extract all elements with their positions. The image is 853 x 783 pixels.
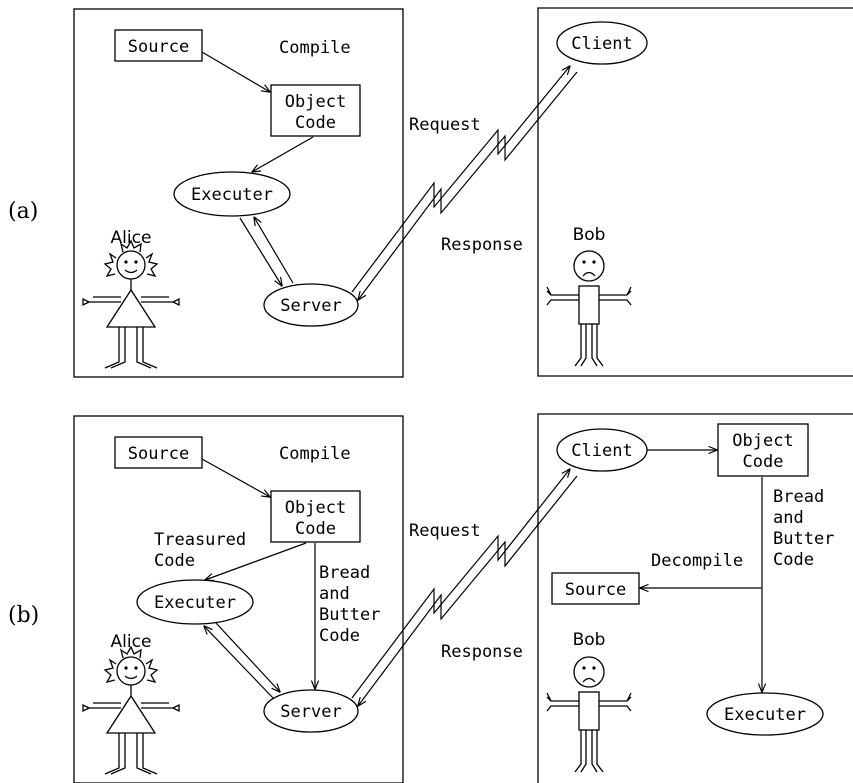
decompile-label: Decompile xyxy=(651,551,743,571)
alice-figure-b xyxy=(82,645,180,775)
arrow-executer-to-server-b xyxy=(215,622,280,692)
source-label-b: Source xyxy=(128,444,189,464)
bread-butter-label-alice-3: Butter xyxy=(319,605,380,625)
source-box-b xyxy=(114,436,203,469)
bob-frame-a xyxy=(537,7,853,377)
bob-source-box xyxy=(551,572,640,605)
bob-figure-b xyxy=(546,656,632,773)
bob-executer-label: Executer xyxy=(724,705,806,725)
object-code-box-b xyxy=(270,490,361,543)
arrow-source-to-object-b xyxy=(201,458,270,497)
executer-label-a: Executer xyxy=(191,185,273,205)
request-label-b: Request xyxy=(409,521,481,541)
bob-frame-b xyxy=(537,413,853,783)
object-code-label-a-2: Code xyxy=(295,113,336,133)
client-node-a xyxy=(556,21,648,65)
request-channel-b xyxy=(351,469,570,699)
bob-name-b: Bob xyxy=(573,630,606,650)
arrow-server-to-executer-a xyxy=(254,217,294,284)
alice-name-b: Alice xyxy=(111,632,152,652)
response-label-a: Response xyxy=(441,235,523,255)
server-label-b: Server xyxy=(280,702,341,722)
bob-object-code-box xyxy=(717,423,809,477)
bread-butter-label-alice-4: Code xyxy=(319,626,360,646)
alice-frame-a xyxy=(73,8,404,378)
server-label-a: Server xyxy=(280,296,341,316)
server-node-a xyxy=(263,283,359,327)
panel-b: (b) Source Compile Object Code Treasured… xyxy=(8,413,853,783)
bob-executer-node xyxy=(706,692,824,736)
compile-label-b: Compile xyxy=(279,444,351,464)
response-channel-a xyxy=(358,71,578,300)
bob-source-label: Source xyxy=(565,580,626,600)
alice-name-a: Alice xyxy=(111,228,152,248)
bob-name-a: Bob xyxy=(573,225,606,245)
arrow-object-to-executer-b xyxy=(205,542,307,580)
client-label-b: Client xyxy=(571,441,632,461)
response-label-b: Response xyxy=(441,642,523,662)
arrow-object-to-executer-a xyxy=(252,136,314,172)
executer-label-b: Executer xyxy=(154,593,236,613)
bread-butter-label-alice-2: and xyxy=(319,584,350,604)
bread-butter-label-bob-1: Bread xyxy=(773,487,824,507)
object-code-box-a xyxy=(270,84,361,137)
request-label-a: Request xyxy=(409,115,481,135)
bread-butter-label-alice-1: Bread xyxy=(319,563,370,583)
bob-object-code-label-1: Object xyxy=(732,431,793,451)
object-code-label-b-1: Object xyxy=(285,498,346,518)
object-code-label-b-2: Code xyxy=(295,519,336,539)
panel-a-label: (a) xyxy=(8,199,38,224)
source-label-a: Source xyxy=(128,37,189,57)
response-channel-b xyxy=(358,475,578,706)
executer-node-a xyxy=(173,171,291,217)
server-node-b xyxy=(263,689,359,733)
panel-b-label: (b) xyxy=(8,603,39,628)
executer-node-b xyxy=(136,579,254,625)
object-code-label-a-1: Object xyxy=(285,92,346,112)
bread-butter-label-bob-3: Butter xyxy=(773,529,834,549)
client-label-a: Client xyxy=(571,34,632,54)
bread-butter-label-bob-4: Code xyxy=(773,550,814,570)
request-channel-a xyxy=(351,66,570,293)
source-box-a xyxy=(114,29,203,62)
compile-label-a: Compile xyxy=(279,38,351,58)
bob-figure-a xyxy=(546,250,632,367)
alice-figure-a xyxy=(82,239,180,369)
arrow-executer-to-server-a xyxy=(239,217,282,286)
treasured-code-label-1: Treasured xyxy=(154,530,246,550)
alice-frame-b xyxy=(73,415,404,783)
arrow-server-to-executer-b xyxy=(204,626,275,700)
treasured-code-label-2: Code xyxy=(154,551,195,571)
bread-butter-label-bob-2: and xyxy=(773,508,804,528)
panel-a: (a) Source Compile Object Code Executer … xyxy=(8,7,853,378)
arrow-source-to-object-a xyxy=(201,51,270,92)
bob-object-code-label-2: Code xyxy=(743,452,784,472)
